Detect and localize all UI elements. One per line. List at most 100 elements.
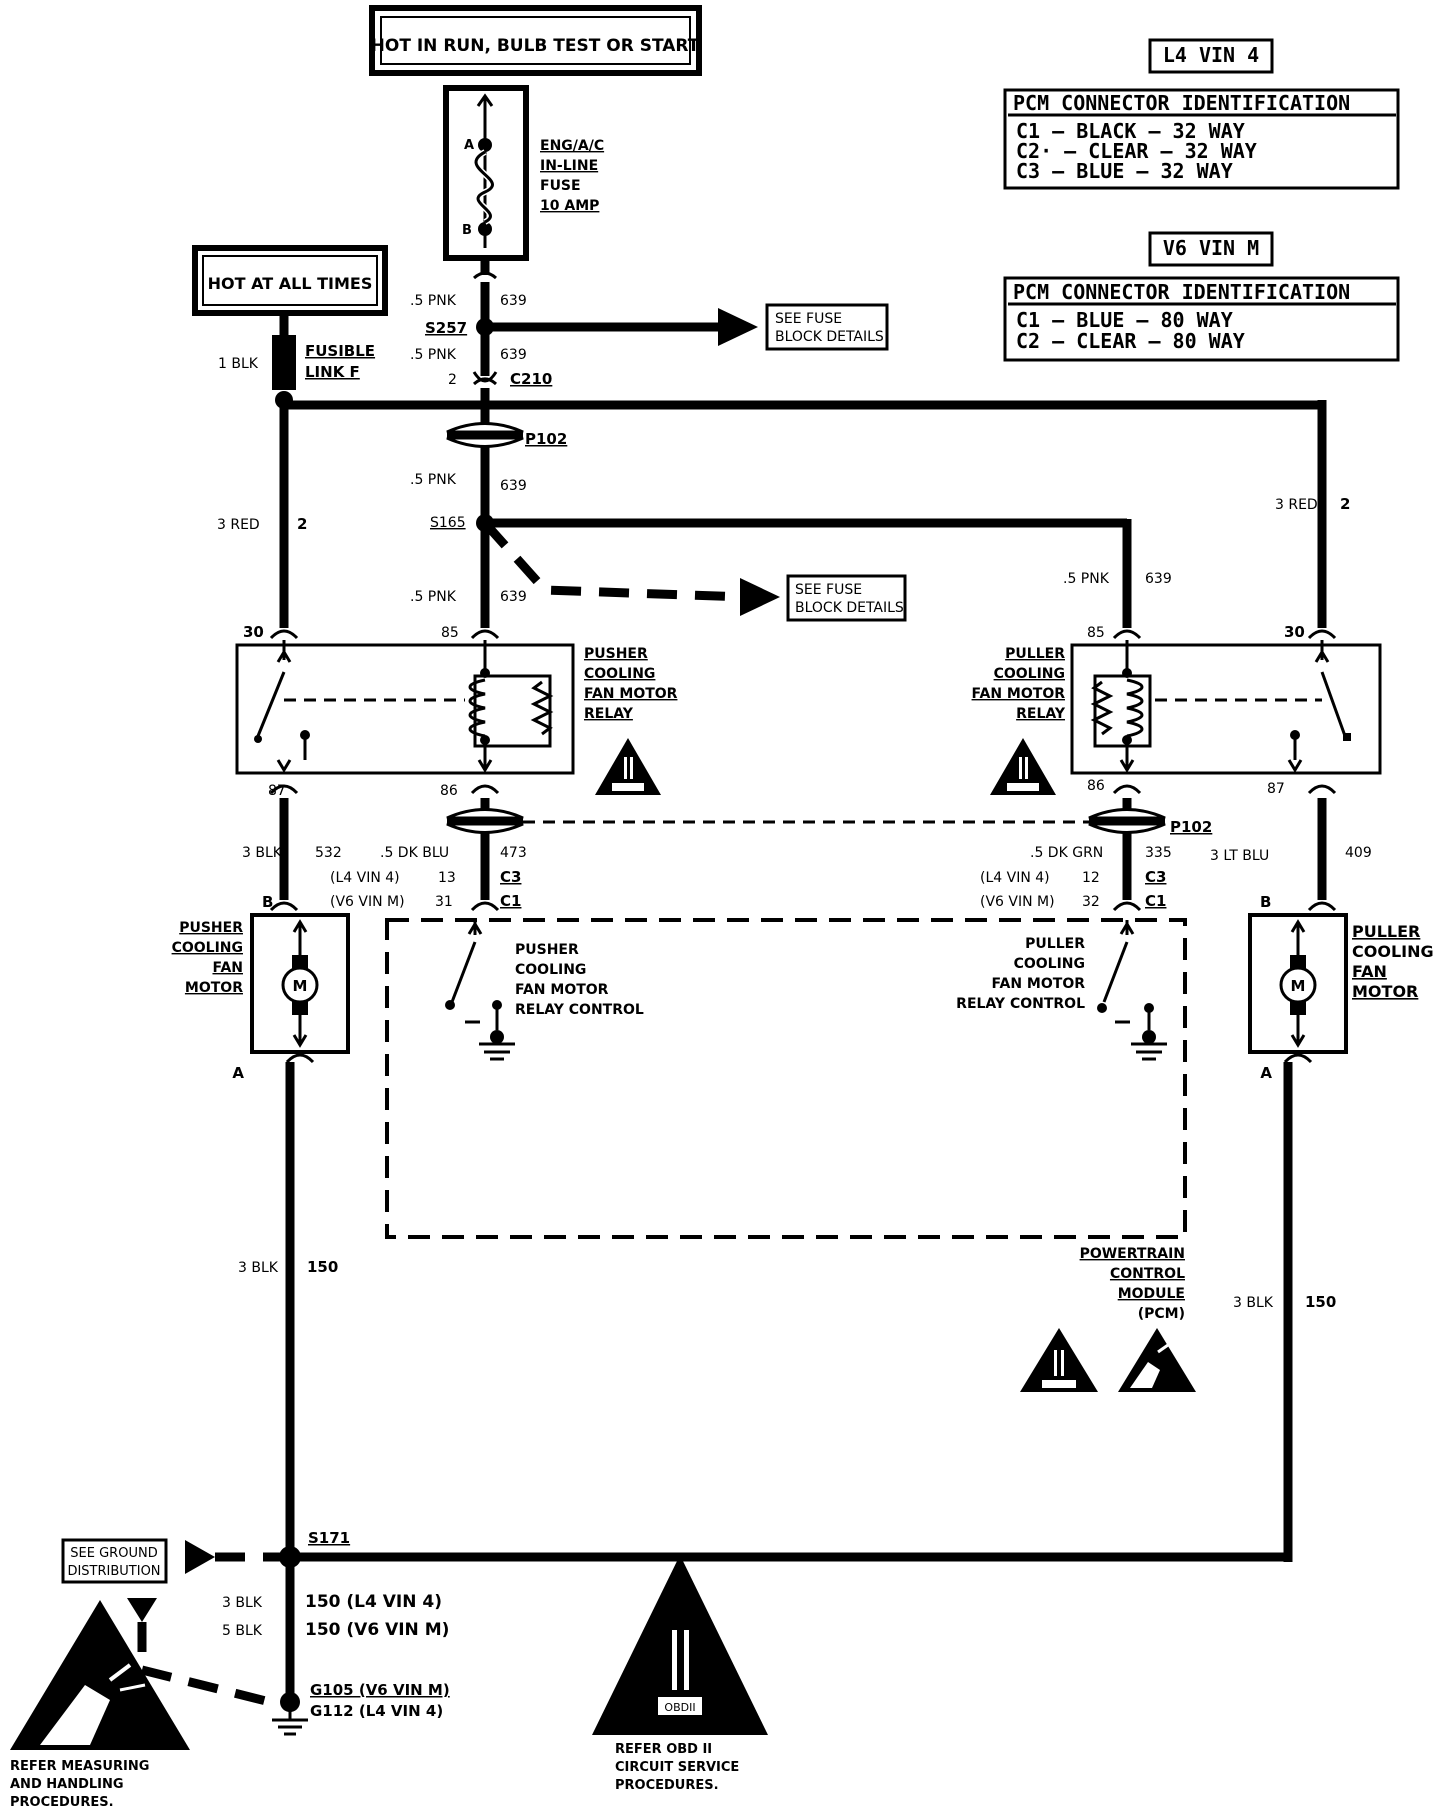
- pusher-motor-label-2: COOLING: [172, 940, 243, 956]
- lbl-dkblu: .5 DK BLU: [380, 845, 449, 861]
- pcm-name-3: MODULE: [1118, 1286, 1185, 1302]
- pcm-name-1: POWERTRAIN: [1080, 1246, 1185, 1262]
- fuse-details2-1: SEE FUSE: [795, 582, 862, 598]
- fuse-terminal-b: B: [462, 223, 472, 238]
- v6-table-title: PCM CONNECTOR IDENTIFICATION: [1013, 280, 1350, 304]
- esd-note-2: AND HANDLING: [10, 1777, 124, 1792]
- lbl-32: 32: [1082, 894, 1100, 910]
- lbl-red-left: 3 RED: [217, 517, 260, 533]
- lbl-l4-left: (L4 VIN 4): [330, 870, 400, 886]
- lbl-gnd-5blk: 5 BLK: [222, 1623, 263, 1639]
- puller-motor-label-3: FAN: [1352, 962, 1387, 981]
- lbl-473: 473: [500, 845, 527, 861]
- lbl-s257: S257: [425, 319, 467, 337]
- lbl-12: 12: [1082, 870, 1100, 886]
- lbl-150-left: 150: [307, 1258, 338, 1276]
- pusher-relay-label-1: PUSHER: [584, 646, 648, 662]
- lbl-blk-532: 3 BLK: [242, 845, 283, 861]
- puller-ctrl-4: RELAY CONTROL: [956, 996, 1085, 1012]
- pusher-relay-label-3: FAN MOTOR: [584, 686, 678, 702]
- pusher-motor-label-4: MOTOR: [185, 980, 243, 996]
- puller-ctrl-1: PULLER: [1025, 936, 1085, 952]
- pusher-pin-85: 85: [441, 625, 459, 641]
- lbl-c1-right: C1: [1145, 892, 1166, 910]
- obd-triangle-pcm: [1020, 1328, 1098, 1392]
- pusher-ctrl-2: COOLING: [515, 962, 586, 978]
- esd-note-3: PROCEDURES.: [10, 1795, 114, 1810]
- pusher-pin-87: 87: [268, 783, 286, 799]
- lbl-pnk-3: .5 PNK: [410, 472, 457, 488]
- lbl-13: 13: [438, 870, 456, 886]
- pusher-motor: M B A PUSHER COOLING FAN MOTOR: [172, 893, 350, 1082]
- puller-relay-label-1: PULLER: [1005, 646, 1065, 662]
- lbl-s165: S165: [430, 515, 466, 531]
- puller-pin-87: 87: [1267, 781, 1285, 797]
- obd-triangle-large: OBDII: [592, 1555, 768, 1735]
- puller-ctrl-2: COOLING: [1014, 956, 1085, 972]
- lbl-pnk-5: .5 PNK: [1063, 571, 1110, 587]
- fusible-label-2: LINK F: [305, 363, 360, 381]
- fusible-link: 1 BLK FUSIBLE LINK F: [218, 315, 375, 409]
- obd-triangle-pusher: [595, 738, 661, 795]
- lbl-335: 335: [1145, 845, 1172, 861]
- pusher-ctrl-1: PUSHER: [515, 942, 579, 958]
- lbl-c210: C210: [510, 370, 552, 388]
- lbl-c1-left: C1: [500, 892, 521, 910]
- lbl-s171: S171: [308, 1529, 350, 1547]
- esd-note-1: REFER MEASURING: [10, 1759, 149, 1774]
- lbl-v6-right: (V6 VIN M): [980, 894, 1055, 910]
- pusher-motor-m: M: [293, 977, 308, 995]
- lbl-gnd-3blk: 3 BLK: [222, 1595, 263, 1611]
- hot-at-all-times-box: HOT AT ALL TIMES: [192, 245, 388, 316]
- pusher-relay-label-2: COOLING: [584, 666, 655, 682]
- lbl-pnk-4: .5 PNK: [410, 589, 457, 605]
- l4-engine-tag: L4 VIN 4: [1163, 43, 1259, 67]
- v6-engine-tag: V6 VIN M: [1163, 236, 1259, 260]
- lbl-639-1: 639: [500, 293, 527, 309]
- lbl-639-4: 639: [500, 589, 527, 605]
- pusher-pin-30: 30: [243, 623, 264, 641]
- fuse-details-2: BLOCK DETAILS: [775, 329, 884, 345]
- lbl-p102-lower: P102: [1170, 818, 1212, 836]
- pusher-motor-label-1: PUSHER: [179, 920, 243, 936]
- pcm-name-4: (PCM): [1138, 1306, 1185, 1322]
- v6-row-c1: C1 – BLUE – 80 WAY: [1016, 308, 1233, 332]
- pusher-pin-86: 86: [440, 783, 458, 799]
- puller-relay-label-3: FAN MOTOR: [972, 686, 1066, 702]
- puller-ctrl-3: FAN MOTOR: [992, 976, 1086, 992]
- puller-motor: M B A PULLER COOLING FAN MOTOR: [1248, 893, 1434, 1082]
- pcm-table-v6: V6 VIN M PCM CONNECTOR IDENTIFICATION C1…: [1003, 231, 1400, 362]
- puller-pin-85: 85: [1087, 625, 1105, 641]
- esd-triangle-ground: [10, 1600, 190, 1750]
- obd-triangle-puller: [990, 738, 1056, 795]
- obd-note-1: REFER OBD II: [615, 1742, 712, 1757]
- fusible-wire-label: 1 BLK: [218, 356, 259, 372]
- lbl-g112: G112 (L4 VIN 4): [310, 1702, 443, 1720]
- ground-see-1: SEE GROUND: [70, 1546, 157, 1561]
- fuse-terminal-a: A: [464, 138, 474, 153]
- lbl-g105: G105 (V6 VIN M): [310, 1681, 450, 1699]
- lbl-gnd-150-v6: 150 (V6 VIN M): [305, 1620, 449, 1640]
- pcm-module: PUSHER COOLING FAN MOTOR RELAY CONTROL P…: [385, 918, 1187, 1322]
- puller-motor-label-4: MOTOR: [1352, 982, 1418, 1001]
- puller-pin-30: 30: [1284, 623, 1305, 641]
- puller-motor-label-1: PULLER: [1352, 922, 1420, 941]
- lbl-31: 31: [435, 894, 453, 910]
- fuse-label-3: FUSE: [540, 178, 581, 194]
- pcm-name-2: CONTROL: [1110, 1266, 1185, 1282]
- lbl-150-right: 150: [1305, 1293, 1336, 1311]
- puller-relay-label-2: COOLING: [994, 666, 1065, 682]
- l4-row-c2: C2· – CLEAR – 32 WAY: [1016, 139, 1257, 163]
- ground-see-2: DISTRIBUTION: [67, 1564, 160, 1579]
- lbl-l4-right: (L4 VIN 4): [980, 870, 1050, 886]
- puller-relay-label-4: RELAY: [1016, 706, 1066, 722]
- lbl-532: 532: [315, 845, 342, 861]
- puller-relay: 85 30 PULLER COOLING FAN MOTOR RELAY: [972, 623, 1382, 775]
- pusher-ctrl-4: RELAY CONTROL: [515, 1002, 644, 1018]
- lbl-p102-upper: P102: [525, 430, 567, 448]
- l4-table-title: PCM CONNECTOR IDENTIFICATION: [1013, 91, 1350, 115]
- lbl-409: 409: [1345, 845, 1372, 861]
- hot-in-run-box: HOT IN RUN, BULB TEST OR START: [369, 5, 702, 76]
- fuse-details2-2: BLOCK DETAILS: [795, 600, 904, 616]
- l4-row-c1: C1 – BLACK – 32 WAY: [1016, 119, 1245, 143]
